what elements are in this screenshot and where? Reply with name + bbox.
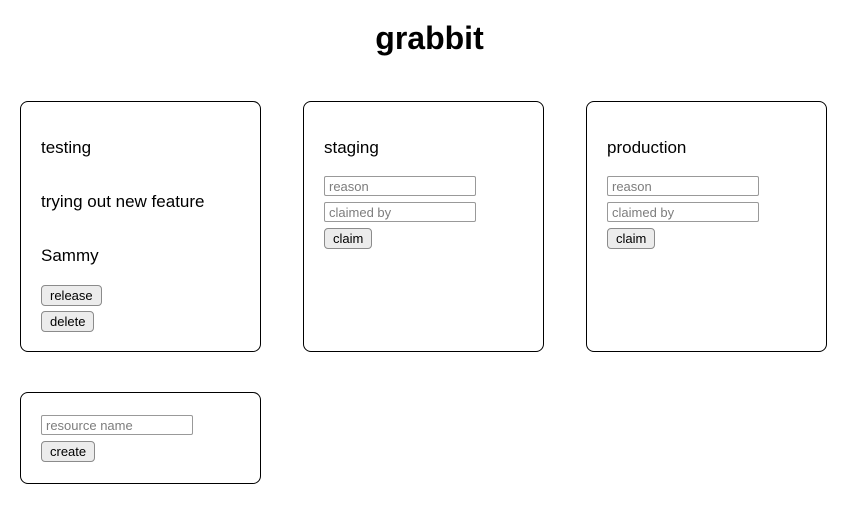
resource-name: production	[607, 138, 687, 157]
claimed-by-input[interactable]	[324, 202, 476, 222]
create-resource-card: create	[20, 392, 261, 484]
resource-name-input[interactable]	[41, 415, 193, 435]
release-button[interactable]: release	[41, 285, 102, 306]
create-button[interactable]: create	[41, 441, 96, 462]
delete-button[interactable]: delete	[41, 311, 95, 332]
claim-button[interactable]: claim	[607, 228, 656, 249]
claimed-by: Sammy	[41, 246, 99, 265]
app-title: grabbit	[375, 20, 484, 56]
resource-card-testing: testing trying out new feature Sammy rel…	[20, 101, 261, 352]
resource-name: staging	[324, 138, 379, 157]
claim-reason: trying out new feature	[41, 192, 205, 211]
resource-card-staging: staging claim	[303, 101, 544, 352]
reason-input[interactable]	[324, 176, 476, 196]
reason-input[interactable]	[607, 176, 759, 196]
claimed-by-input[interactable]	[607, 202, 759, 222]
claim-button[interactable]: claim	[324, 228, 373, 249]
resource-name: testing	[41, 138, 92, 157]
resource-card-production: production claim	[586, 101, 827, 352]
resources-row: testing trying out new feature Sammy rel…	[20, 101, 859, 352]
